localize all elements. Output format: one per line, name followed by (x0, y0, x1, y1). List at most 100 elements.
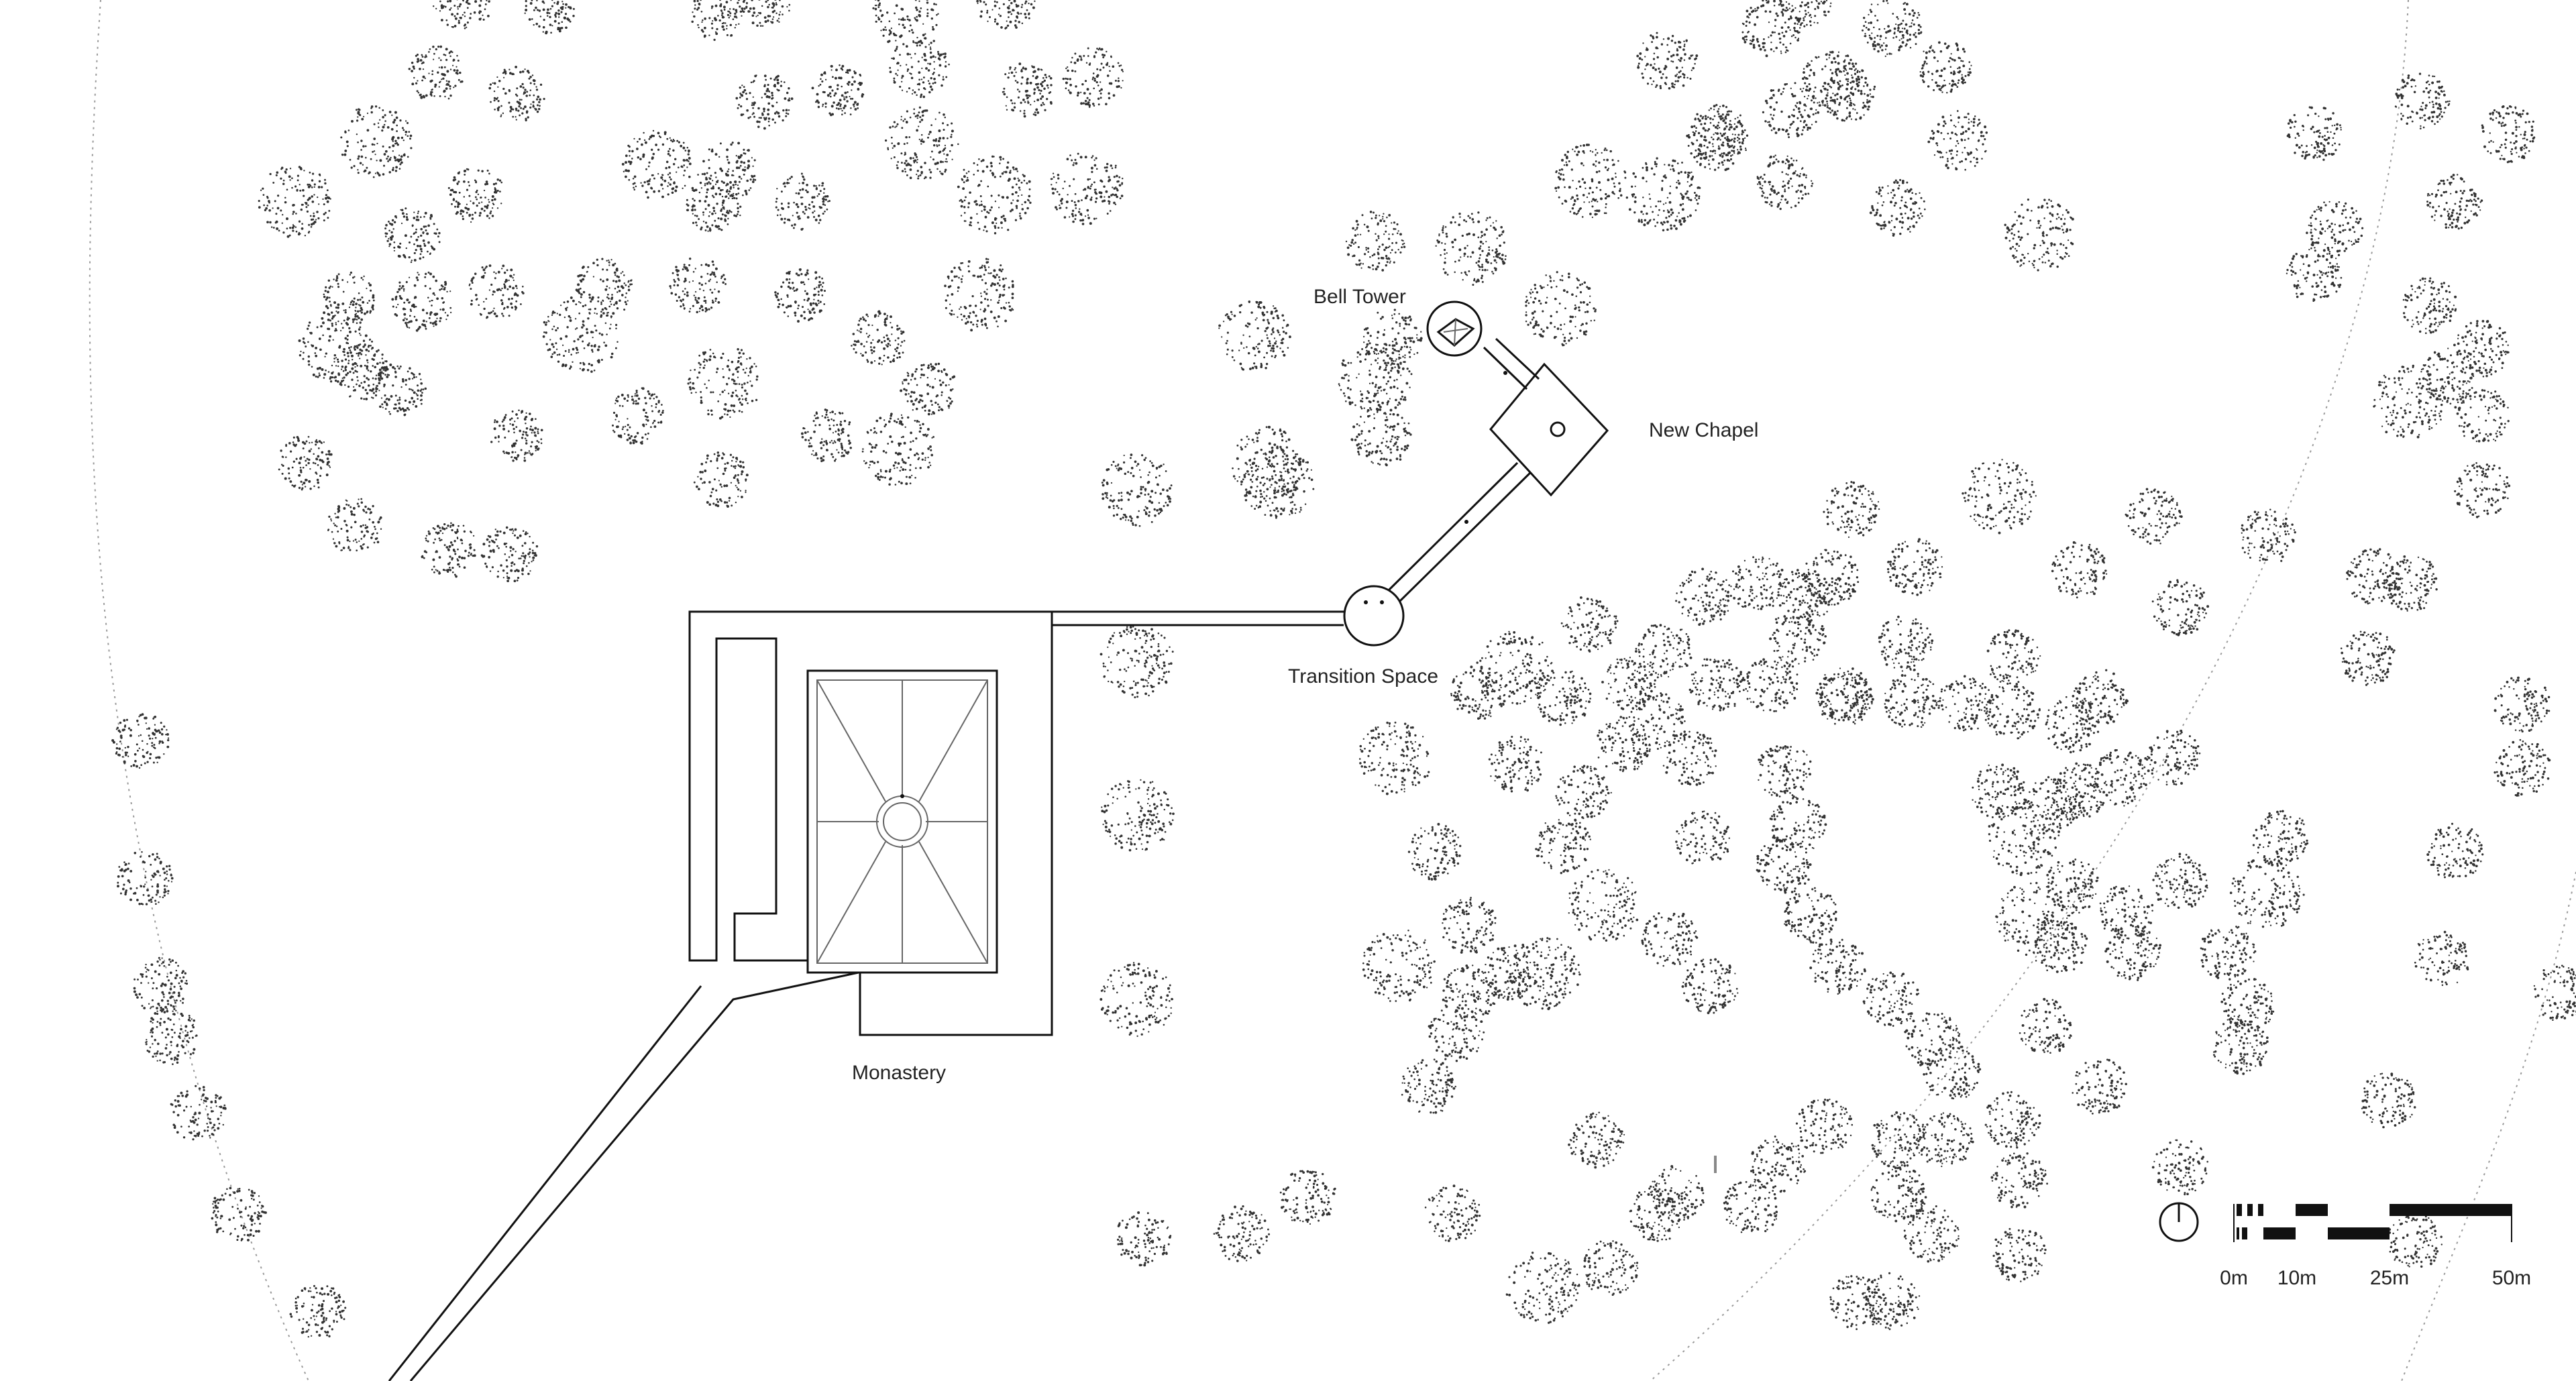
tree-icon (2072, 1058, 2127, 1114)
tree-icon (1904, 1205, 1960, 1263)
tree-icon (2100, 885, 2153, 940)
tree-icon (1743, 657, 1799, 712)
corridor (1052, 612, 1345, 625)
tree-icon (812, 64, 865, 116)
tree-icon (1750, 1136, 1806, 1193)
tree-icon (1992, 1228, 2046, 1282)
tree-icon (1741, 0, 1802, 57)
tree-icon (1063, 48, 1124, 108)
tree-icon (2454, 462, 2510, 518)
tree-icon (1723, 1179, 1778, 1233)
tree-icon (1917, 1112, 1974, 1167)
tree-icon (691, 0, 743, 41)
tree-icon (543, 296, 619, 373)
tree-icon (111, 713, 169, 769)
tree-icon (1561, 596, 1619, 653)
tree-icon (2019, 998, 2072, 1054)
tree-icon (2004, 199, 2074, 271)
tree-icon (1425, 1184, 1481, 1242)
tree-icon (2493, 739, 2551, 797)
tree-icon (1962, 459, 2037, 534)
tree-icon (2403, 277, 2457, 334)
tree-icon (976, 0, 1036, 30)
tree-icon (1675, 567, 1732, 626)
tree-icon (1778, 0, 1832, 27)
label-bell-tower: Bell Tower (1313, 286, 1406, 308)
tree-icon (1862, 0, 1922, 57)
tree-icon (1506, 1252, 1580, 1324)
tree-icon (2426, 823, 2483, 879)
tree-icon (1450, 661, 1506, 720)
tree-icon (1442, 897, 1496, 954)
tree-icon (1489, 736, 1542, 793)
tree-icon (612, 387, 664, 445)
tree-icon (735, 74, 793, 129)
tree-icon (1232, 426, 1303, 500)
tree-icon (1756, 837, 1812, 894)
tree-icon (327, 498, 382, 551)
label-new-chapel: New Chapel (1649, 419, 1758, 441)
tree-icon (1479, 631, 1554, 705)
tree-icon (774, 268, 826, 323)
tree-icon (2534, 964, 2576, 1021)
tree-icon (2051, 541, 2107, 598)
tree-icon (1927, 110, 1988, 170)
tree-icon (145, 1008, 197, 1065)
tree-icon (290, 1285, 347, 1337)
tree-icon (278, 436, 333, 490)
tree-icon (2287, 106, 2342, 160)
tree-icon (1872, 1111, 1925, 1169)
tree-icon (1629, 692, 1686, 750)
tree-icon (889, 37, 950, 98)
tree-icon (1863, 972, 1920, 1027)
tree-icon (1280, 1170, 1336, 1225)
tree-icon (1051, 153, 1124, 225)
tree-icon (1823, 481, 1880, 538)
tree-icon (2025, 776, 2081, 832)
tree-icon (1972, 764, 2026, 821)
tree-icon (1626, 157, 1701, 231)
tree-icon (1887, 538, 1943, 596)
tree-icon (1002, 62, 1053, 117)
scale-label-50: 50m (2492, 1267, 2531, 1289)
tree-icon (801, 408, 852, 462)
tree-icon (1100, 626, 1174, 698)
monastery-building (690, 612, 1052, 1035)
tree-icon (1363, 309, 1423, 369)
tree-icon (1920, 42, 1972, 94)
tree-icon (448, 168, 502, 223)
tree-icon (1863, 1272, 1920, 1330)
tree-icon (409, 46, 464, 100)
access-road (389, 973, 859, 1381)
tree-icon (1758, 745, 1811, 798)
tree-icon (1985, 1091, 2041, 1149)
tree-icon (2200, 926, 2257, 981)
tree-icon (384, 207, 440, 263)
tree-icon (775, 173, 830, 231)
tree-icon (1435, 211, 1506, 286)
tree-icon (433, 0, 492, 30)
courtyard-cloister (817, 680, 987, 963)
tree-icon (1878, 616, 1933, 672)
tree-icon (1102, 453, 1173, 527)
tree-icon (1802, 549, 1859, 606)
tree-icon (697, 142, 756, 199)
tree-icon (2152, 852, 2208, 909)
tree-icon (2373, 365, 2446, 439)
tree-icon (2046, 859, 2099, 914)
tree-icon (1985, 683, 2041, 740)
tree-icon (333, 344, 390, 400)
tree-icon (258, 166, 331, 237)
tree-icon (133, 957, 188, 1015)
tree-icon (686, 177, 742, 232)
tree-icon (490, 409, 543, 461)
tree-icon (1240, 445, 1314, 518)
tree-icon (2341, 630, 2396, 685)
tree-icon (2035, 920, 2088, 973)
tree-icon (2426, 174, 2483, 229)
tree-icon (576, 258, 633, 318)
bell-tower-building (1428, 302, 1481, 355)
tree-icon (2388, 1213, 2443, 1268)
tree-icon (481, 527, 538, 582)
